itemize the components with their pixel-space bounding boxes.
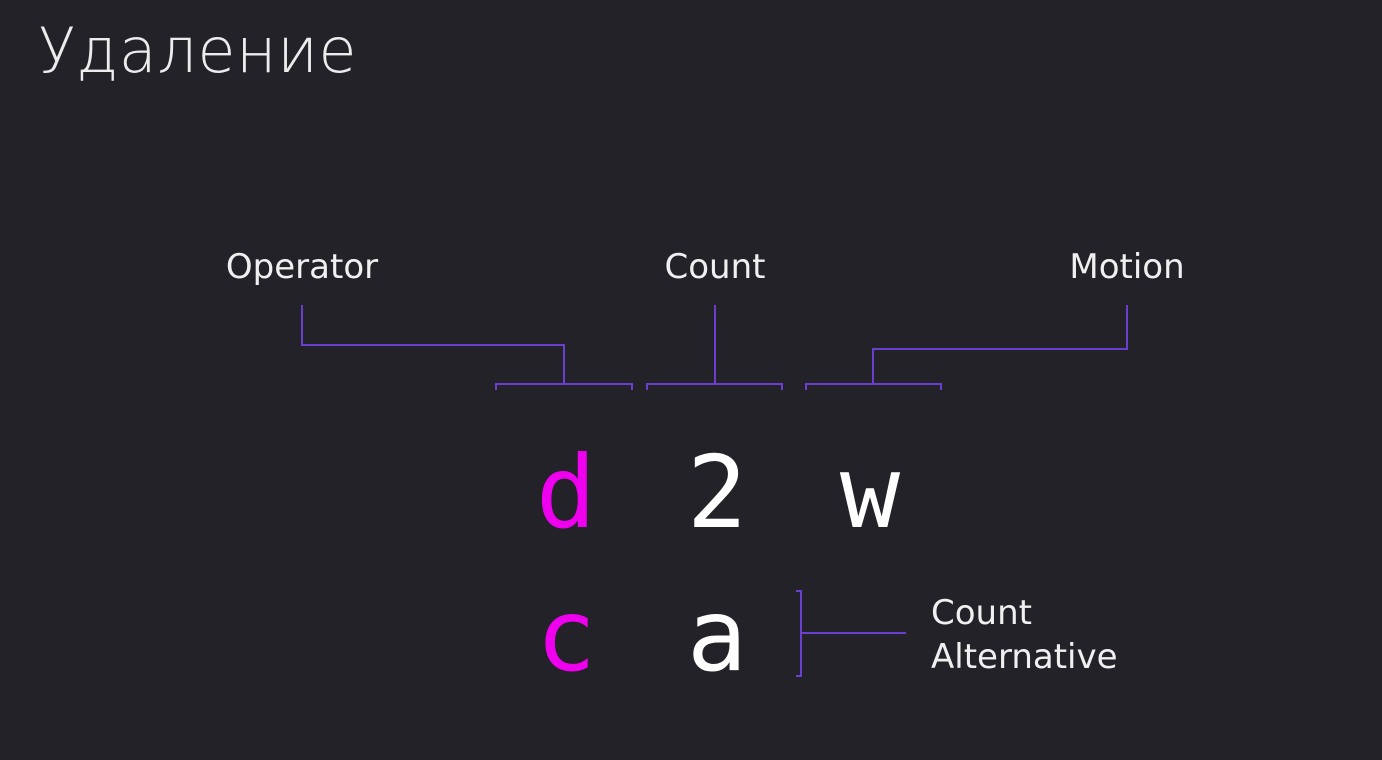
count-label: Count — [664, 247, 766, 287]
count-alternative-bracket — [796, 590, 802, 677]
motion-w-glyph: w — [839, 434, 901, 551]
slide-title: Удаление — [38, 14, 358, 87]
count-alternative-a-glyph: a — [686, 577, 748, 694]
operator-d-glyph: d — [535, 434, 597, 551]
count-bracket — [646, 383, 783, 390]
count-alternative-label-line1: Count — [931, 593, 1032, 633]
motion-bracket — [805, 383, 942, 390]
operator-c-glyph: c — [535, 577, 597, 694]
count-alternative-label-line2: Alternative — [931, 637, 1118, 677]
motion-label: Motion — [1069, 247, 1185, 287]
operator-label: Operator — [225, 247, 379, 287]
count-2-glyph: 2 — [686, 434, 748, 551]
motion-connector — [872, 305, 1128, 384]
operator-bracket — [495, 383, 633, 390]
operator-connector — [301, 305, 565, 384]
